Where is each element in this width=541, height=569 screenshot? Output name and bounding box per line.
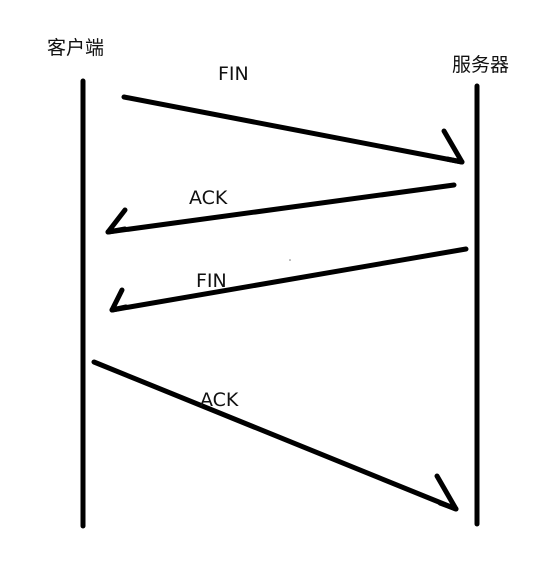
- message-3-arrowhead: [109, 287, 129, 313]
- message-2-label: ACK: [189, 187, 228, 209]
- message-3-arrow-line: [109, 246, 469, 313]
- message-2-arrowhead: [105, 207, 128, 235]
- message-1-arrowhead: [441, 128, 465, 165]
- message-1-arrow-line: [121, 94, 465, 165]
- message-4-arrowhead: [434, 473, 459, 512]
- message-3-label: FIN: [196, 270, 227, 292]
- message-1-label: FIN: [218, 63, 249, 85]
- stray-dot: [289, 259, 291, 261]
- message-2-arrow-line: [105, 182, 457, 235]
- server-label: 服务器: [452, 54, 510, 76]
- message-4-arrow-line: [91, 359, 459, 512]
- message-4-label: ACK: [200, 389, 239, 411]
- client-label: 客户端: [47, 37, 105, 59]
